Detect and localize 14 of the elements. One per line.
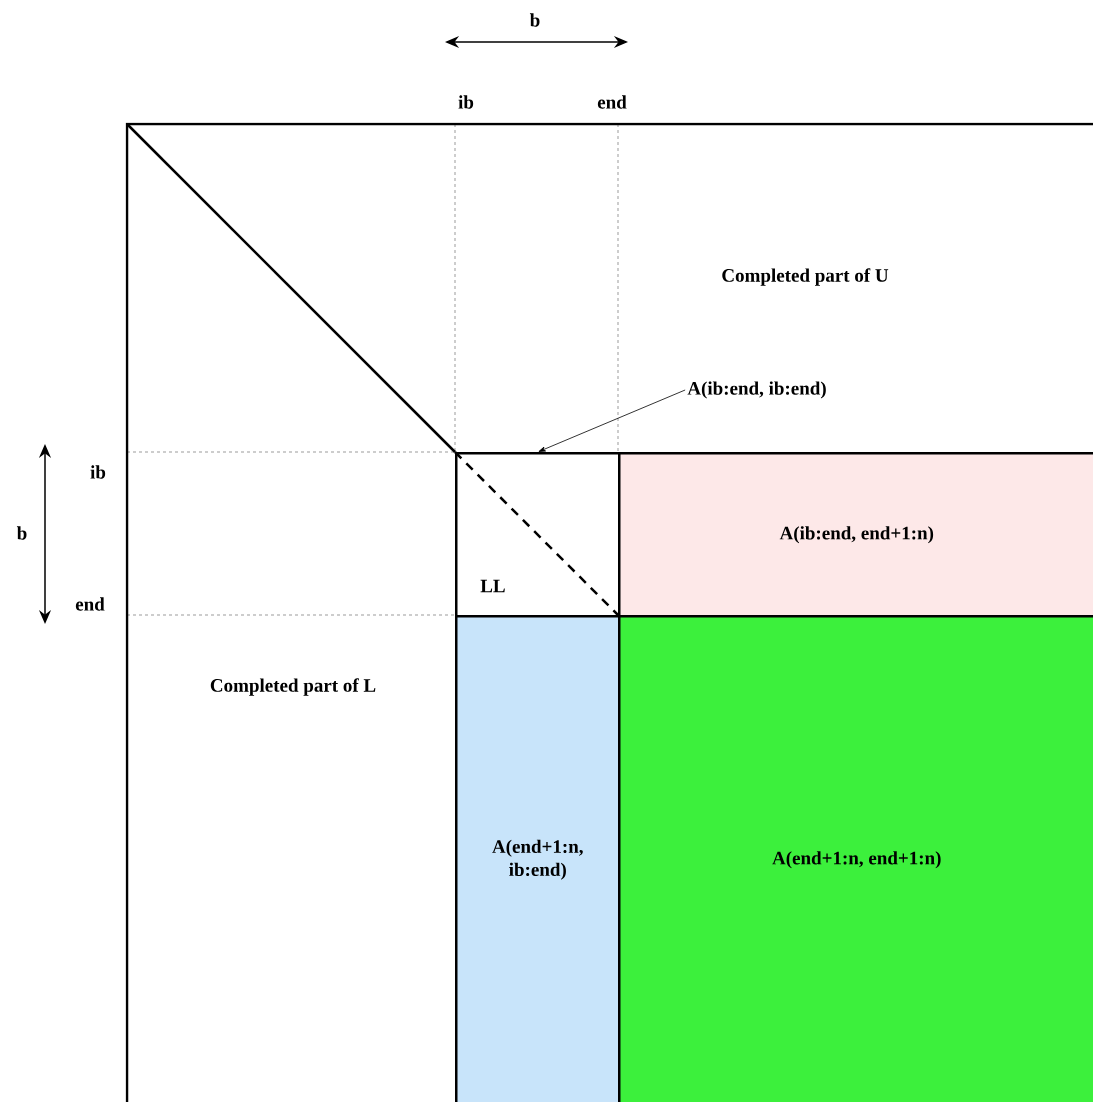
diagonal-block: LL [455, 452, 621, 618]
column-label: end [597, 95, 627, 109]
leader-line [538, 389, 686, 452]
column-label: ib [458, 95, 474, 109]
row-label: ib [90, 465, 106, 479]
matrix-block: A(end+1:n, end+1:n) [618, 615, 1093, 1102]
dim-label: b [529, 13, 540, 27]
dim-label: b [16, 526, 27, 540]
block-label: A(ib:end, ib:end) [687, 381, 826, 399]
matrix-block: A(end+1:n, ib:end) [455, 615, 621, 1102]
region-label: Completed part of L [210, 678, 376, 696]
region-label: Completed part of U [722, 268, 889, 286]
row-label: end [75, 597, 105, 611]
matrix-block: A(ib:end, end+1:n) [618, 452, 1093, 618]
